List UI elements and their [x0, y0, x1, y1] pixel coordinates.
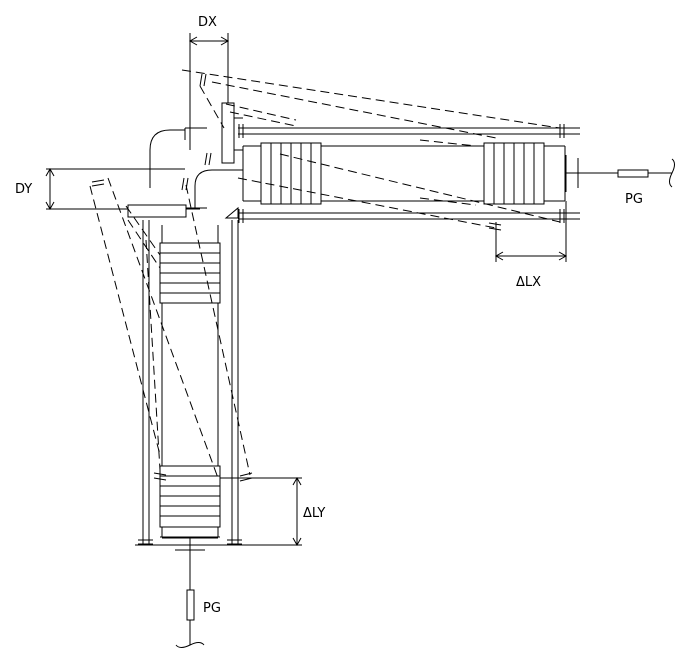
- vertical-bellows-bottom: [159, 465, 221, 528]
- dy-dimension: DY: [15, 167, 200, 211]
- delta-ly-dimension: ΔLY: [220, 476, 325, 547]
- pressure-gauge-bottom: PG: [175, 589, 221, 648]
- horizontal-bellows-left: [260, 142, 322, 205]
- pg-bottom-label: PG: [203, 601, 221, 616]
- vertical-bellows-top: [159, 242, 221, 304]
- delta-ly-label: ΔLY: [303, 506, 325, 521]
- pressure-gauge-right: PG: [617, 158, 675, 207]
- delta-lx-label: ΔLX: [516, 275, 541, 290]
- dx-label: DX: [198, 15, 217, 30]
- delta-lx-dimension: ΔLX: [494, 201, 568, 290]
- horizontal-bellows-right: [483, 142, 545, 205]
- dy-label: DY: [15, 182, 32, 197]
- displaced-position-dashed: [89, 69, 561, 482]
- elbow-solid: [91, 73, 243, 219]
- pg-right-label: PG: [625, 192, 643, 207]
